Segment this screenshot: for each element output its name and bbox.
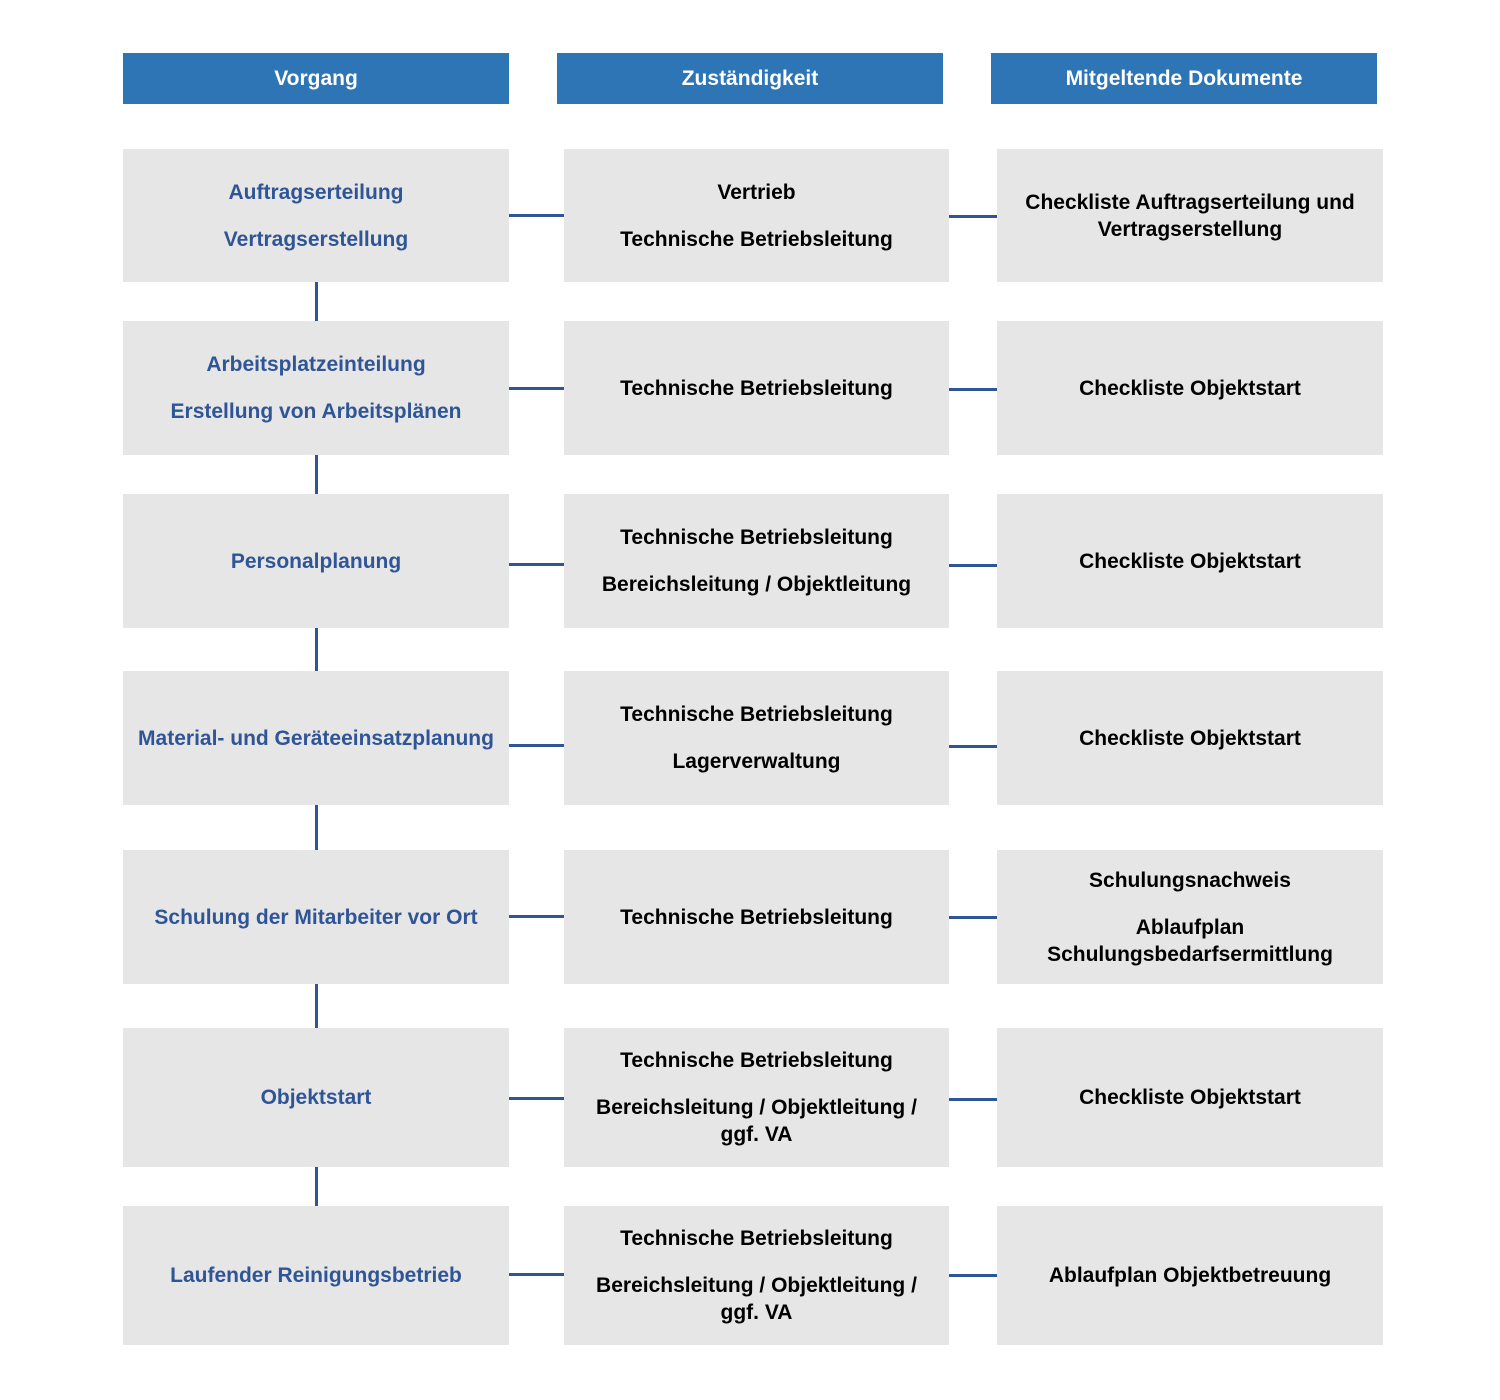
connector-zustaendigkeit-dokumente [949,1274,997,1277]
connector-vorgang-zustaendigkeit [509,915,564,918]
dokumente-text: Ablaufplan Objektbetreuung [1048,1264,1332,1287]
vorgang-text: Schulung der Mitarbeiter vor Ort [154,905,478,929]
zustaendigkeit-text: Bereichsleitung / Objektleitung / ggf. V… [596,1274,917,1324]
dokumente-text: Checkliste Objektstart [1079,549,1301,573]
zustaendigkeit-text: Bereichsleitung / Objektleitung / ggf. V… [596,1096,917,1146]
header-vorgang: Vorgang [123,53,509,104]
connector-vorgang-zustaendigkeit [509,563,564,566]
dokumente-box: Checkliste Objektstart [997,321,1383,455]
vorgang-box: Personalplanung [123,494,509,628]
vorgang-box: Laufender Reinigungsbetrieb [123,1206,509,1345]
vorgang-box: Schulung der Mitarbeiter vor Ort [123,850,509,984]
vorgang-text: Vertragserstellung [223,227,409,251]
connector-vorgang-zustaendigkeit [509,744,564,747]
connector-vertical [315,805,318,850]
dokumente-text: Ablaufplan Schulungsbedarfsermittlung [1047,915,1333,966]
header-dokumente: Mitgeltende Dokumente [991,53,1377,104]
zustaendigkeit-text: Lagerverwaltung [672,750,841,773]
connector-zustaendigkeit-dokumente [949,215,997,218]
dokumente-text: Schulungsnachweis [1089,868,1291,892]
zustaendigkeit-text: Technische Betriebsleitung [620,905,893,929]
dokumente-text: Checkliste Objektstart [1079,376,1301,400]
vorgang-text: Material- und Geräteeinsatzplanung [138,726,494,750]
vorgang-text: Arbeitsplatzeinteilung [206,353,426,376]
connector-zustaendigkeit-dokumente [949,388,997,391]
connector-zustaendigkeit-dokumente [949,745,997,748]
connector-zustaendigkeit-dokumente [949,916,997,919]
zustaendigkeit-text: Technische Betriebsleitung [620,703,893,726]
dokumente-box: Checkliste Objektstart [997,1028,1383,1167]
zustaendigkeit-text: Technische Betriebsleitung [620,376,893,400]
vorgang-text: Erstellung von Arbeitsplänen [170,400,462,423]
header-zustaendigkeit: Zuständigkeit [557,53,943,104]
connector-vorgang-zustaendigkeit [509,1273,564,1276]
dokumente-box: Checkliste Objektstart [997,671,1383,805]
connector-vertical [315,1167,318,1206]
vorgang-box: Objektstart [123,1028,509,1167]
zustaendigkeit-text: Bereichsleitung / Objektleitung [601,573,912,596]
connector-vertical [315,628,318,671]
vorgang-text: Laufender Reinigungsbetrieb [170,1264,462,1287]
connector-vorgang-zustaendigkeit [509,214,564,217]
zustaendigkeit-text: Vertrieb [717,180,796,204]
dokumente-text: Checkliste Objektstart [1079,726,1301,750]
connector-vorgang-zustaendigkeit [509,1097,564,1100]
connector-vorgang-zustaendigkeit [509,387,564,390]
connector-vertical [315,455,318,494]
dokumente-box: Checkliste Auftragserteilung und Vertrag… [997,149,1383,282]
connector-zustaendigkeit-dokumente [949,1098,997,1101]
vorgang-box: Material- und Geräteeinsatzplanung [123,671,509,805]
dokumente-text: Checkliste Objektstart [1079,1086,1301,1109]
vorgang-text: Auftragserteilung [228,180,404,204]
dokumente-box: Ablaufplan Objektbetreuung [997,1206,1383,1345]
zustaendigkeit-box: Technische Betriebsleitung [564,321,949,455]
dokumente-box: Checkliste Objektstart [997,494,1383,628]
connector-zustaendigkeit-dokumente [949,564,997,567]
zustaendigkeit-text: Technische Betriebsleitung [620,1227,893,1250]
connector-vertical [315,282,318,321]
vorgang-text: Objektstart [260,1086,372,1109]
zustaendigkeit-text: Technische Betriebsleitung [620,227,893,251]
vorgang-text: Personalplanung [230,549,402,573]
connector-vertical [315,984,318,1028]
dokumente-text: Checkliste Auftragserteilung und Vertrag… [1025,190,1355,241]
zustaendigkeit-box: Technische Betriebsleitung [564,850,949,984]
zustaendigkeit-text: Technische Betriebsleitung [620,526,893,549]
zustaendigkeit-text: Technische Betriebsleitung [620,1049,893,1072]
